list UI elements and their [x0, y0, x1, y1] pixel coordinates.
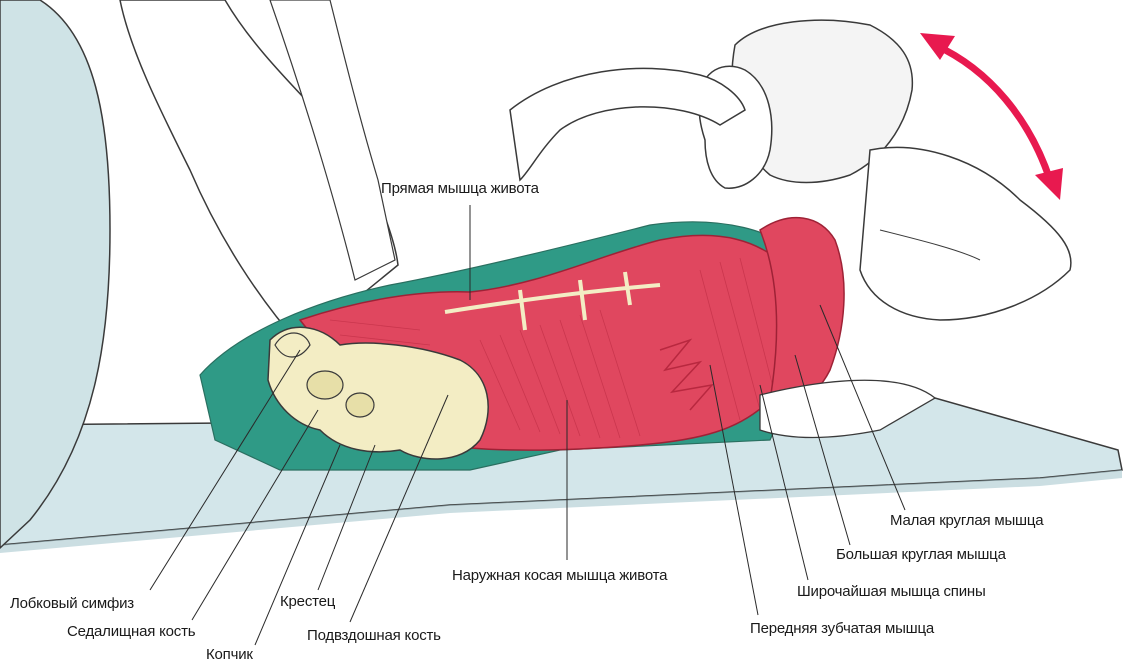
- label-pubic-symphysis: Лобковый симфиз: [10, 595, 134, 613]
- label-rectus-abdominis: Прямая мышца живота: [381, 180, 539, 198]
- label-ischium: Седалищная кость: [67, 623, 195, 641]
- back-arm: [860, 147, 1071, 320]
- label-sacrum: Крестец: [280, 593, 335, 611]
- label-teres-major: Большая круглая мышца: [836, 546, 1006, 564]
- label-latissimus-dorsi: Широчайшая мышца спины: [797, 583, 986, 601]
- acetabulum: [346, 393, 374, 417]
- obturator-foramen: [307, 371, 343, 399]
- label-serratus-anterior: Передняя зубчатая мышца: [750, 620, 934, 638]
- label-external-oblique: Наружная косая мышца живота: [452, 567, 667, 585]
- label-ilium: Подвздошная кость: [307, 627, 441, 645]
- label-teres-minor: Малая круглая мышца: [890, 512, 1043, 530]
- label-coccyx: Копчик: [206, 646, 253, 664]
